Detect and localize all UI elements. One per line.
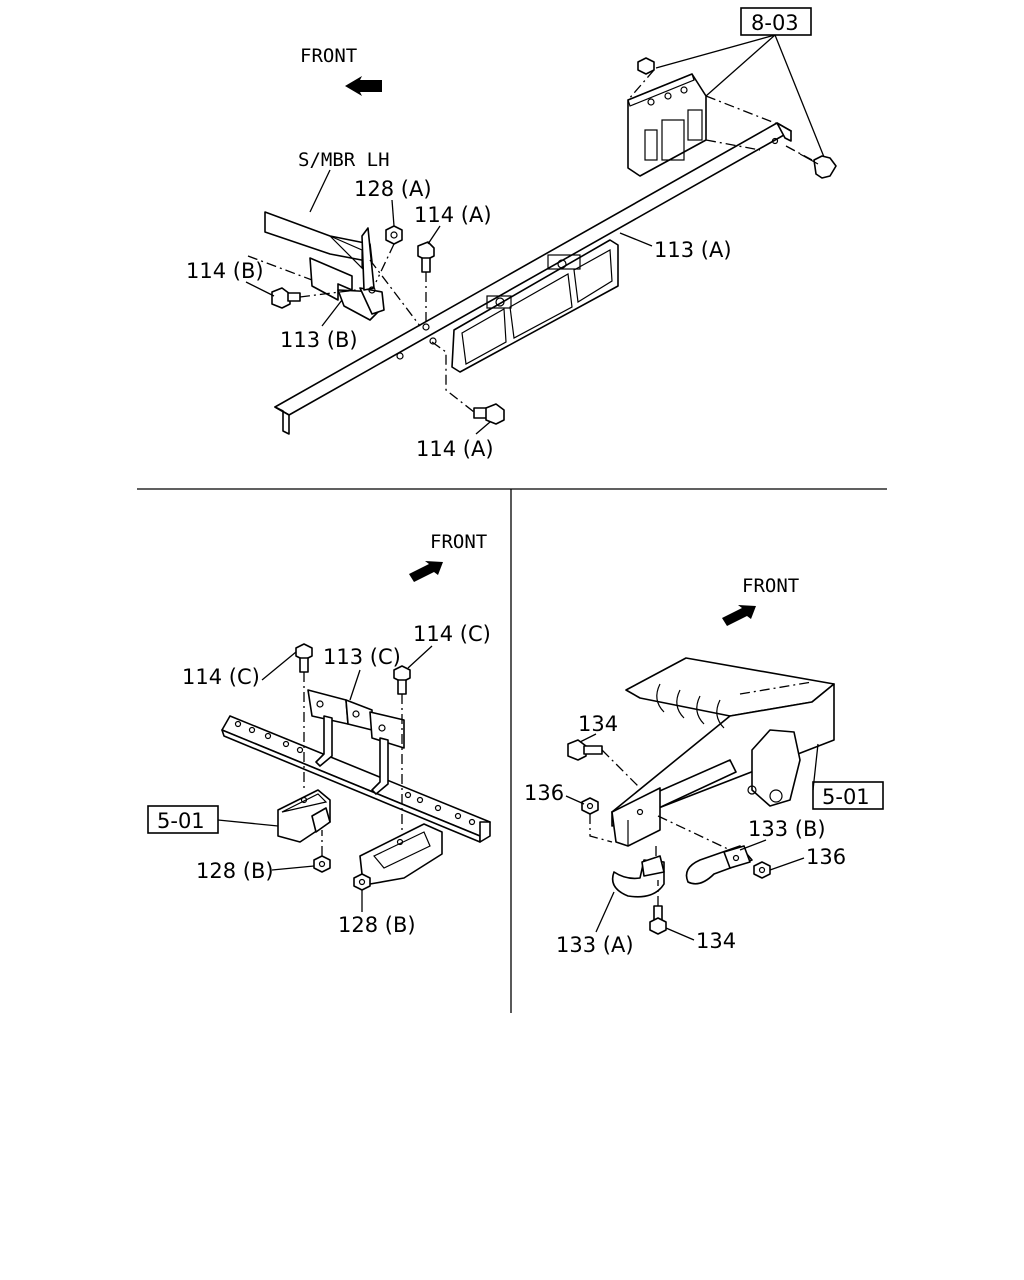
part-128b-nut-bottom: [353, 873, 371, 891]
ref-box-5-01-left: [147, 805, 219, 834]
cross-beam: [221, 715, 491, 843]
callout-133a: 133 (A): [556, 933, 634, 957]
part-113c-bracket: [307, 689, 405, 795]
callout-134-bottom: 134: [696, 929, 736, 953]
bottom-left-view: FRONT: [147, 531, 491, 937]
callout-128b-bottom: 128 (B): [338, 913, 416, 937]
callout-113b: 113 (B): [280, 328, 358, 352]
part-114b-bolt: [271, 287, 301, 309]
hook-mount-bracket: [611, 787, 731, 851]
callout-133b: 133 (B): [748, 817, 826, 841]
callout-114b: 114 (B): [186, 259, 264, 283]
ref-box-5-01-left-label: 5-01: [157, 809, 205, 833]
part-133a-hook: [611, 855, 665, 898]
callout-128a: 128 (A): [354, 177, 432, 201]
part-136-nut-right: [753, 861, 771, 879]
callout-128b-left: 128 (B): [196, 859, 274, 883]
lamp-unit: [627, 73, 781, 177]
part-134-bolt-upper: [567, 739, 603, 761]
part-128b-nut-left: [313, 855, 331, 873]
mount-bracket-right: [359, 823, 443, 885]
callout-136-right: 136: [806, 845, 846, 869]
side-member: [264, 211, 373, 263]
callout-113c: 113 (C): [323, 645, 401, 669]
part-133b-hook: [685, 845, 753, 885]
callout-114a-lower: 114 (A): [416, 437, 494, 461]
front-label-top: FRONT: [300, 45, 357, 67]
nut-icon: [637, 57, 655, 75]
front-arrow-icon: [722, 605, 756, 626]
front-label-bottom-right: FRONT: [742, 575, 799, 597]
bolt-icon: [785, 145, 837, 179]
reflector-plate: [451, 239, 619, 373]
frame-label: S/MBR LH: [298, 149, 390, 171]
part-114c-bolt-left: [295, 643, 313, 673]
part-136-nut-left: [581, 797, 599, 815]
callout-114c-left: 114 (C): [182, 665, 260, 689]
callout-113a: 113 (A): [654, 238, 732, 262]
ref-box-5-01-right: [812, 781, 884, 810]
callout-134-top: 134: [578, 712, 618, 736]
callout-136-left: 136: [524, 781, 564, 805]
front-arrow-icon: [345, 76, 382, 96]
callout-114c-right: 114 (C): [413, 622, 491, 646]
part-113b-bracket: [309, 227, 421, 327]
ref-box-8-03: [740, 7, 812, 36]
top-view: FRONT S/MBR LH: [186, 7, 837, 461]
bottom-right-view: FRONT: [524, 575, 884, 957]
part-114a-bolt-upper: [417, 241, 435, 273]
part-114c-bolt-right: [393, 665, 411, 695]
callout-114a-upper: 114 (A): [414, 203, 492, 227]
mount-bracket-left: [277, 789, 331, 843]
ref-box-5-01-right-label: 5-01: [822, 785, 870, 809]
ref-box-8-03-label: 8-03: [751, 11, 799, 35]
front-arrow-icon: [409, 561, 443, 582]
part-113a-beam: [274, 122, 792, 435]
part-134-bolt-lower: [649, 905, 667, 935]
front-label-bottom-left: FRONT: [430, 531, 487, 553]
part-114a-bolt-lower: [473, 403, 505, 425]
part-128a-nut: [385, 225, 403, 245]
